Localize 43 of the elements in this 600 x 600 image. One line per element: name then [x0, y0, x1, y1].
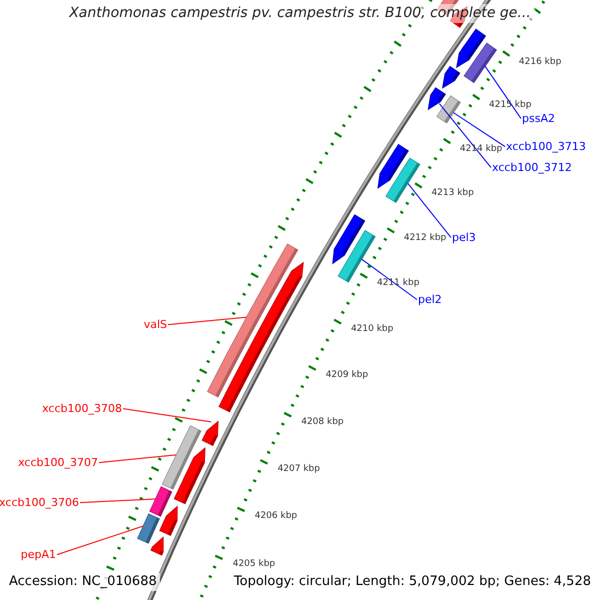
- tick-label: 4212 kbp: [404, 233, 446, 244]
- gene-block: [202, 420, 219, 446]
- leader-line: [484, 66, 522, 120]
- leader-line: [438, 103, 492, 168]
- leader-line: [453, 112, 506, 148]
- gene-label: xccb100_3708: [42, 402, 122, 416]
- tick-label: 4208 kbp: [301, 416, 344, 428]
- gene-label: pel3: [452, 231, 476, 244]
- gene-block: [150, 536, 164, 556]
- gene-block: [149, 486, 172, 517]
- leader-line: [122, 408, 212, 422]
- gene-block: [464, 42, 498, 84]
- gene-block: [137, 513, 160, 544]
- gene-block: [436, 95, 462, 124]
- tick-label: 4213 kbp: [431, 188, 474, 200]
- gene-label: valS: [144, 318, 167, 332]
- gene-block: [385, 158, 420, 204]
- accession-text: Accession: NC_010688: [6, 573, 160, 591]
- tick-label: 4206 kbp: [254, 510, 298, 522]
- tick-label: 4215 kbp: [489, 100, 532, 112]
- gene-label: xccb100_3707: [18, 456, 98, 470]
- leader-line: [361, 258, 418, 300]
- gene-block: [338, 230, 376, 283]
- gene-block: [442, 66, 460, 89]
- tick-label: 4207 kbp: [278, 464, 320, 474]
- tick-label: 4209 kbp: [326, 370, 368, 381]
- gene-label: pssA2: [522, 112, 555, 126]
- gene-label: xccb100_3712: [492, 161, 572, 174]
- tick-label: 4210 kbp: [350, 324, 394, 335]
- gene-label: xccb100_3713: [506, 140, 586, 154]
- gene-label: pepA1: [20, 548, 56, 562]
- gene-block: [218, 262, 304, 412]
- gene-block: [174, 447, 206, 504]
- leader-line: [168, 316, 247, 326]
- leader-line: [98, 454, 177, 464]
- leader-line: [407, 182, 452, 238]
- leader-line: [80, 498, 156, 504]
- leader-line: [56, 526, 144, 556]
- tick-label: 4216 kbp: [518, 57, 562, 68]
- gene-block: [428, 87, 446, 110]
- gene-label: pel2: [418, 293, 442, 306]
- gene-block: [159, 506, 178, 536]
- tick-label: 4205 kbp: [232, 558, 276, 570]
